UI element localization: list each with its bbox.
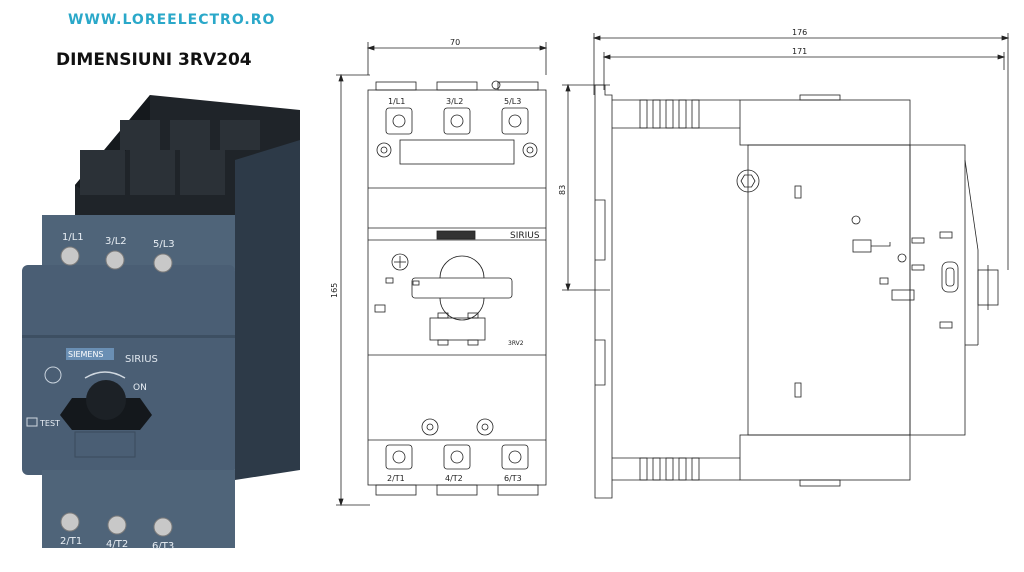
photo-bottom-terminal-3: 6/T3	[152, 541, 174, 552]
front-height-dim: 165	[330, 283, 339, 298]
adjust-dial-icon	[44, 366, 62, 384]
front-width-dim: 70	[450, 38, 460, 47]
photo-test-label: TEST	[39, 419, 60, 428]
front-series-label: SIRIUS	[510, 231, 540, 241]
top-terminal-screw-3	[153, 253, 173, 273]
photo-bottom-terminal-2: 4/T2	[106, 539, 128, 550]
front-bottom-terminal-3: 6/T3	[504, 474, 522, 483]
photo-top-terminal-1: 1/L1	[62, 232, 84, 243]
side-view-drawing	[562, 33, 1010, 499]
photo-on-label: ON	[133, 383, 147, 393]
side-overall-depth-dim: 176	[792, 28, 807, 37]
product-photo: 1/L1 3/L2 5/L3 SIEMENS SIRIUS ON TEST 2/…	[22, 95, 300, 552]
page-title: DIMENSIUNI 3RV204	[56, 50, 252, 70]
front-model-label: 3RV2	[508, 340, 524, 347]
front-view-drawing	[336, 42, 548, 507]
front-bottom-terminal-1: 2/T1	[387, 474, 405, 483]
housing-lower	[42, 470, 235, 548]
housing-middle	[22, 265, 235, 475]
bottom-terminal-screw-1	[60, 512, 80, 532]
photo-brand: SIEMENS	[68, 350, 104, 359]
photo-top-terminal-3: 5/L3	[153, 239, 175, 250]
side-height-dim: 83	[558, 185, 567, 195]
top-terminal-screw-2	[105, 250, 125, 270]
photo-bottom-terminal-1: 2/T1	[60, 536, 82, 547]
bottom-terminal-screw-3	[153, 517, 173, 537]
side-depth-dim: 171	[792, 47, 807, 56]
photo-top-terminal-2: 3/L2	[105, 236, 127, 247]
side-panel	[235, 140, 300, 480]
front-bottom-terminal-2: 4/T2	[445, 474, 463, 483]
front-top-terminal-1: 1/L1	[388, 97, 405, 106]
front-top-terminal-3: 5/L3	[504, 97, 521, 106]
photo-series: SIRIUS	[125, 354, 158, 365]
bottom-terminal-screw-2	[107, 515, 127, 535]
website-url: WWW.LOREELECTRO.RO	[68, 12, 276, 28]
front-top-terminal-2: 3/L2	[446, 97, 463, 106]
top-terminal-screw-1	[60, 246, 80, 266]
